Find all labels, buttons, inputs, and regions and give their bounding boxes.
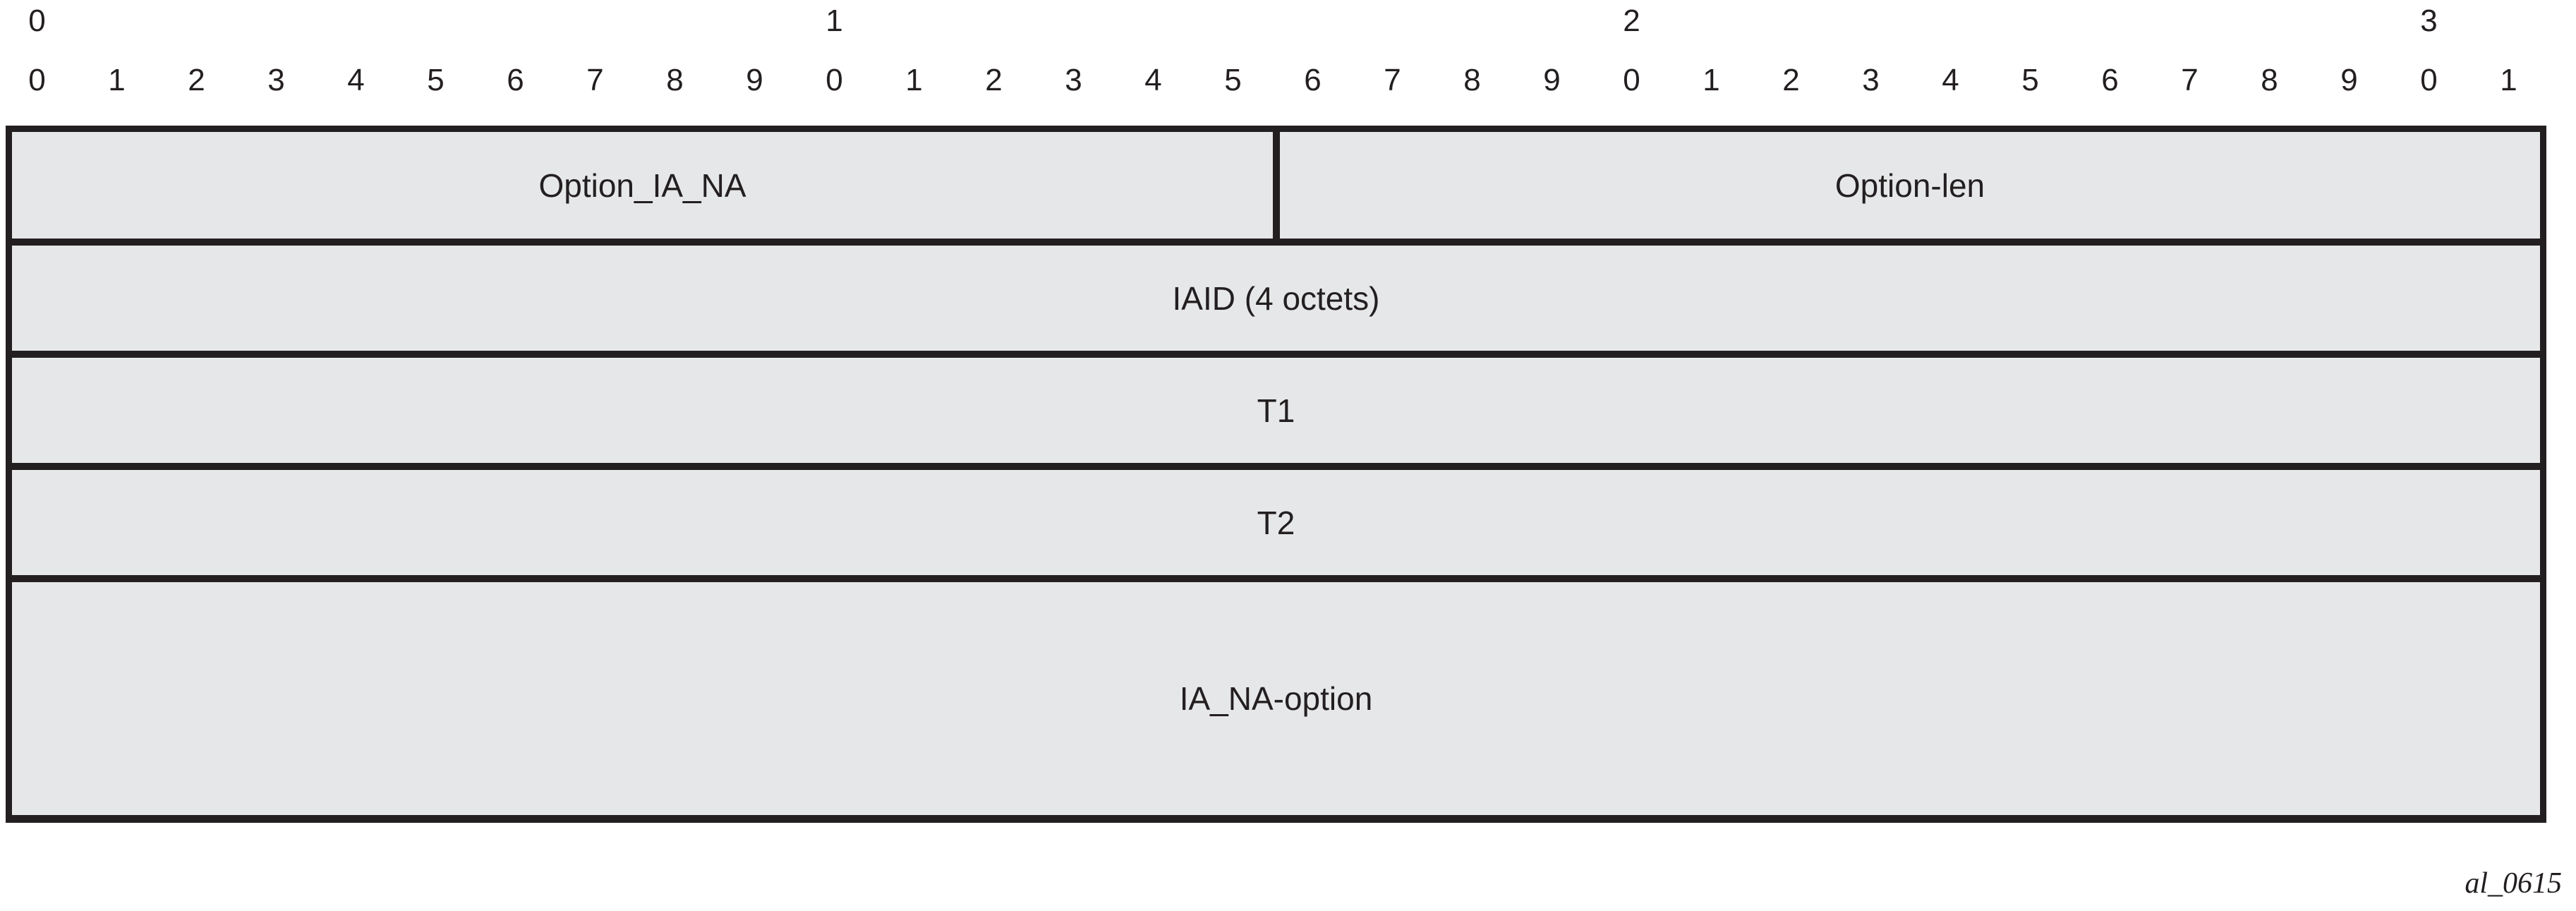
- packet-structure: Option_IA_NA Option-len IAID (4 octets) …: [6, 126, 2546, 823]
- packet-row-t1: T1: [12, 358, 2540, 470]
- field-t2: T2: [12, 470, 2540, 575]
- packet-row-ia-na-option: IA_NA-option: [12, 582, 2540, 815]
- bit-ruler-decade-3: 3: [2420, 4, 2438, 38]
- bit-ruler-digit-22: 2: [1782, 63, 1800, 97]
- bit-ruler-digit-6: 6: [507, 63, 524, 97]
- bit-ruler-digit-11: 1: [905, 63, 923, 97]
- figure-caption: al_0615: [2465, 867, 2562, 900]
- bit-ruler-digit-2: 2: [188, 63, 205, 97]
- bit-ruler-digit-16: 6: [1304, 63, 1322, 97]
- bit-ruler-digit-5: 5: [427, 63, 445, 97]
- field-option-len: Option-len: [1280, 132, 2540, 239]
- bit-ruler-digit-7: 7: [586, 63, 604, 97]
- bit-ruler-digit-9: 9: [746, 63, 763, 97]
- bit-ruler-digit-23: 3: [1862, 63, 1880, 97]
- bit-ruler-digit-1: 1: [108, 63, 126, 97]
- bit-ruler-digit-18: 8: [1463, 63, 1481, 97]
- bit-ruler-decade-0: 0: [28, 4, 46, 38]
- bit-ruler-digit-30: 0: [2420, 63, 2438, 97]
- bit-ruler-digit-17: 7: [1384, 63, 1401, 97]
- bit-ruler-digit-10: 0: [826, 63, 843, 97]
- bit-ruler-digit-31: 1: [2500, 63, 2517, 97]
- field-t1: T1: [12, 358, 2540, 463]
- packet-row-t2: T2: [12, 470, 2540, 582]
- bit-ruler-decade-1: 1: [826, 4, 843, 38]
- bit-ruler-digit-8: 8: [666, 63, 684, 97]
- bit-ruler-decade-2: 2: [1623, 4, 1640, 38]
- bit-ruler-digit-15: 5: [1224, 63, 1242, 97]
- field-option-ia-na: Option_IA_NA: [12, 132, 1280, 239]
- bit-ruler-digit-12: 2: [985, 63, 1003, 97]
- bit-ruler-digit-21: 1: [1703, 63, 1720, 97]
- bit-ruler-digit-25: 5: [2021, 63, 2039, 97]
- bit-ruler-digit-20: 0: [1623, 63, 1640, 97]
- bit-ruler: 0 1 2 3 0 1 2 3 4 5 6 7 8 9 0 1 2 3 4 5 …: [0, 0, 2576, 106]
- bit-ruler-digit-28: 8: [2261, 63, 2278, 97]
- field-iaid: IAID (4 octets): [12, 246, 2540, 351]
- bit-ruler-digit-3: 3: [267, 63, 285, 97]
- bit-ruler-digit-27: 7: [2181, 63, 2199, 97]
- bit-ruler-digit-13: 3: [1065, 63, 1082, 97]
- bit-ruler-digit-19: 9: [1543, 63, 1561, 97]
- bit-ruler-digit-24: 4: [1942, 63, 1959, 97]
- bit-ruler-digit-4: 4: [347, 63, 365, 97]
- bit-ruler-digit-14: 4: [1144, 63, 1162, 97]
- packet-row-option-header: Option_IA_NA Option-len: [12, 132, 2540, 246]
- field-ia-na-option: IA_NA-option: [12, 582, 2540, 815]
- packet-row-iaid: IAID (4 octets): [12, 246, 2540, 358]
- bit-ruler-digit-0: 0: [28, 63, 46, 97]
- bit-ruler-digit-29: 9: [2340, 63, 2358, 97]
- bit-ruler-digit-26: 6: [2101, 63, 2119, 97]
